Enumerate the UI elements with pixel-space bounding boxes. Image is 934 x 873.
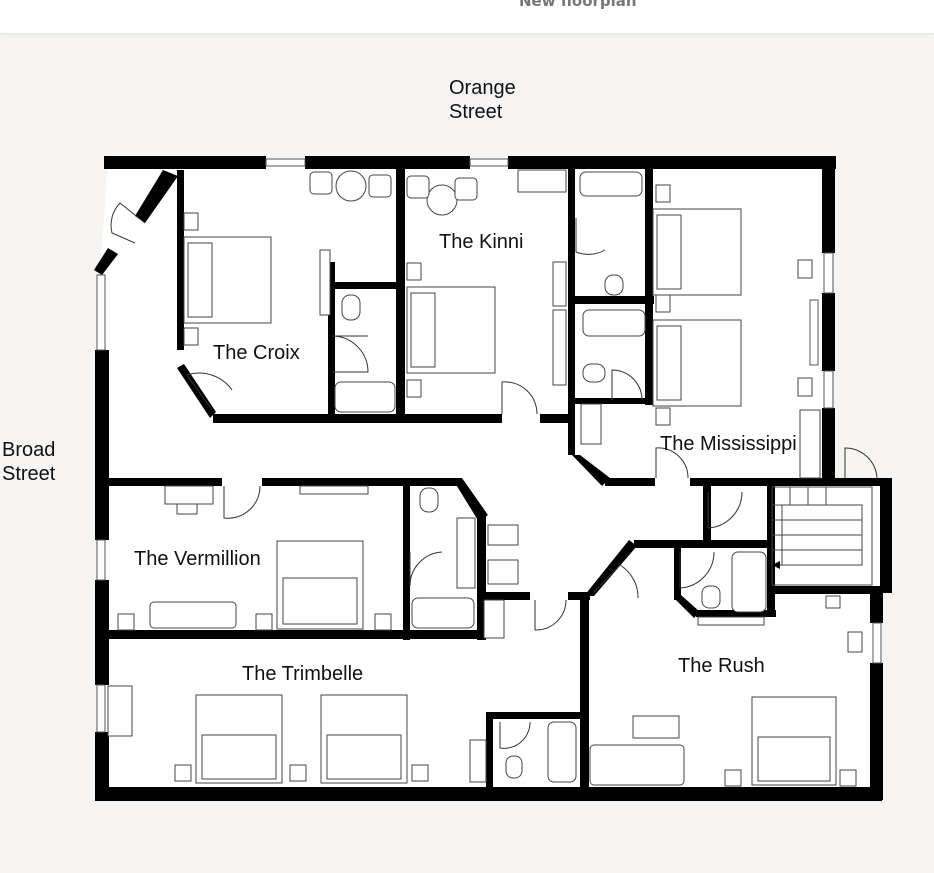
walls [94, 156, 892, 801]
room-label-trimbelle: The Trimbelle [242, 663, 363, 685]
room-label-kinni: The Kinni [439, 231, 524, 253]
street-label-broad-line1: Broad [2, 439, 56, 461]
furniture [107, 169, 863, 787]
street-label-orange: Orange Street [449, 76, 516, 124]
header-bar: New floorplan [0, 0, 934, 34]
page-title: New floorplan [519, 0, 637, 10]
street-label-orange-line1: Orange [449, 77, 516, 99]
windows [96, 158, 882, 733]
street-label-broad: Broad Street [2, 438, 55, 486]
street-label-broad-line2: Street [2, 463, 56, 485]
street-label-orange-line2: Street [449, 101, 503, 123]
room-label-vermillion: The Vermillion [134, 548, 261, 570]
staircase [771, 486, 873, 586]
room-label-mississippi: The Mississippi [660, 433, 797, 455]
room-label-rush: The Rush [678, 655, 765, 677]
doors [110, 202, 878, 749]
room-label-croix: The Croix [213, 342, 300, 364]
